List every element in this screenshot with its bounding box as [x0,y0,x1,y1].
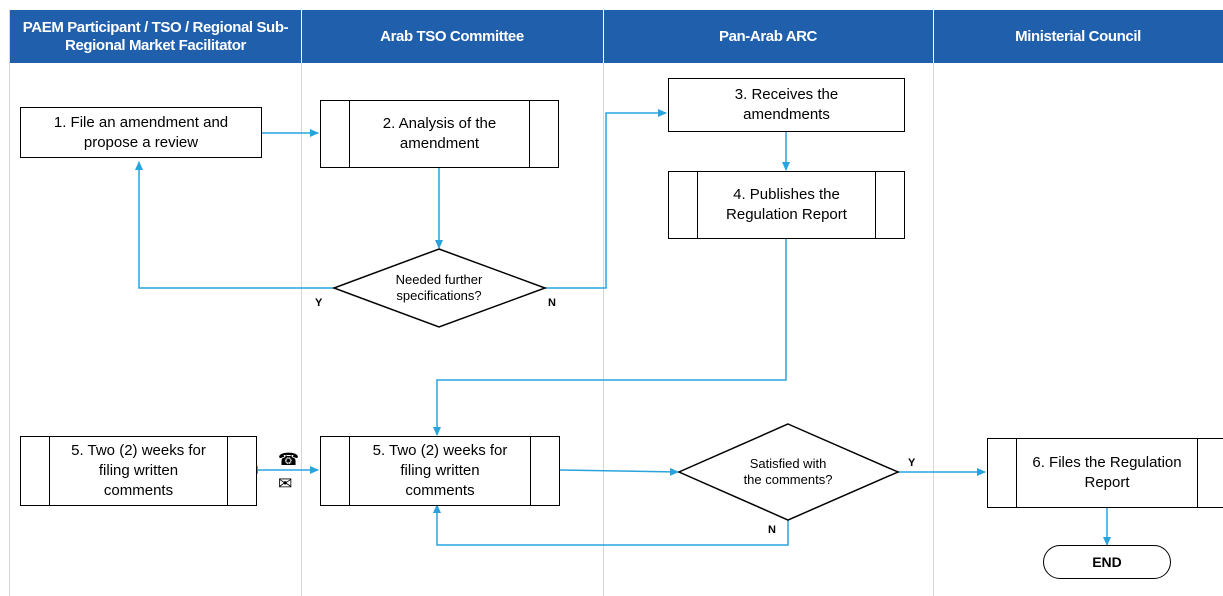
step-5-committee-comments: 5. Two (2) weeks for filing written comm… [320,436,560,506]
lane-header-ministerial-council: Ministerial Council [933,10,1223,63]
lane-header-paem-participant: PAEM Participant / TSO / Regional Sub-Re… [10,10,301,63]
decision-diamond-satisfied [677,423,900,521]
connector-d2-no-to-s5b [433,504,789,546]
connector-s5b-to-d2 [559,467,679,476]
branch-label-no: N [548,297,556,309]
step-2-analysis: 2. Analysis of the amendment [320,100,559,168]
connector-d1-no-to-s3 [545,109,667,289]
branch-label-yes: Y [908,457,916,469]
step-3-receives-amendments: 3. Receives the amendments [668,78,905,132]
lane-divider [9,10,10,596]
lane-header-arab-tso-committee: Arab TSO Committee [301,10,603,63]
header-divider [603,10,604,63]
connector-s4-to-s5b [433,239,787,436]
branch-label-no: N [768,524,776,536]
branch-label-yes: Y [315,297,323,309]
telephone-icon: ☎ [278,450,300,469]
step-6-files-report: 6. Files the Regulation Report [987,438,1223,508]
lane-divider [603,10,604,596]
decision-text-satisfied: Satisfied with the comments? [743,456,833,487]
decision-text-further-specs: Needed further specifications? [395,272,483,303]
step-4-publishes-report: 4. Publishes the Regulation Report [668,171,905,239]
step-1-file-amendment: 1. File an amendment and propose a revie… [20,107,262,158]
header-divider [933,10,934,63]
lane-header-pan-arab-arc: Pan-Arab ARC [603,10,933,63]
step-5-participant-comments: 5. Two (2) weeks for filing written comm… [20,436,257,506]
connector-d1-yes-to-s1 [135,161,334,289]
lane-divider [933,10,934,596]
lane-divider [301,10,302,596]
end-terminal: END [1043,545,1171,579]
decision-diamond-further-specs [331,248,548,328]
envelope-icon: ✉ [278,474,293,493]
header-divider [301,10,302,63]
